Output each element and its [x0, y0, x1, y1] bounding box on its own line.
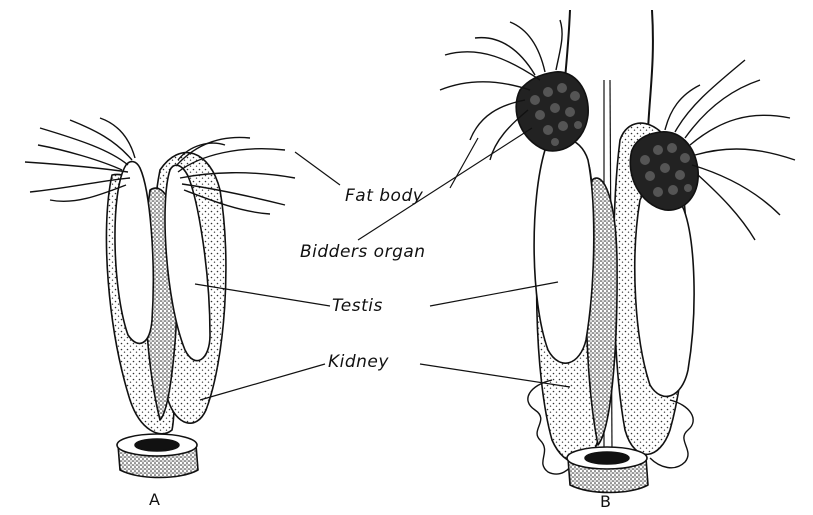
figure-a [25, 118, 295, 478]
label-bidders-organ: Bidders organ [300, 242, 426, 262]
cloaca-a [117, 434, 198, 478]
cloaca-b [567, 447, 648, 493]
label-testis: Testis [332, 296, 383, 316]
figure-b [440, 10, 795, 493]
panel-label-a: A [149, 490, 160, 509]
testis-b-right [635, 188, 694, 397]
panel-label-b: B [600, 492, 611, 511]
testis-b-left [534, 139, 594, 364]
label-fat-body: Fat body [345, 186, 423, 206]
label-kidney: Kidney [328, 352, 389, 372]
